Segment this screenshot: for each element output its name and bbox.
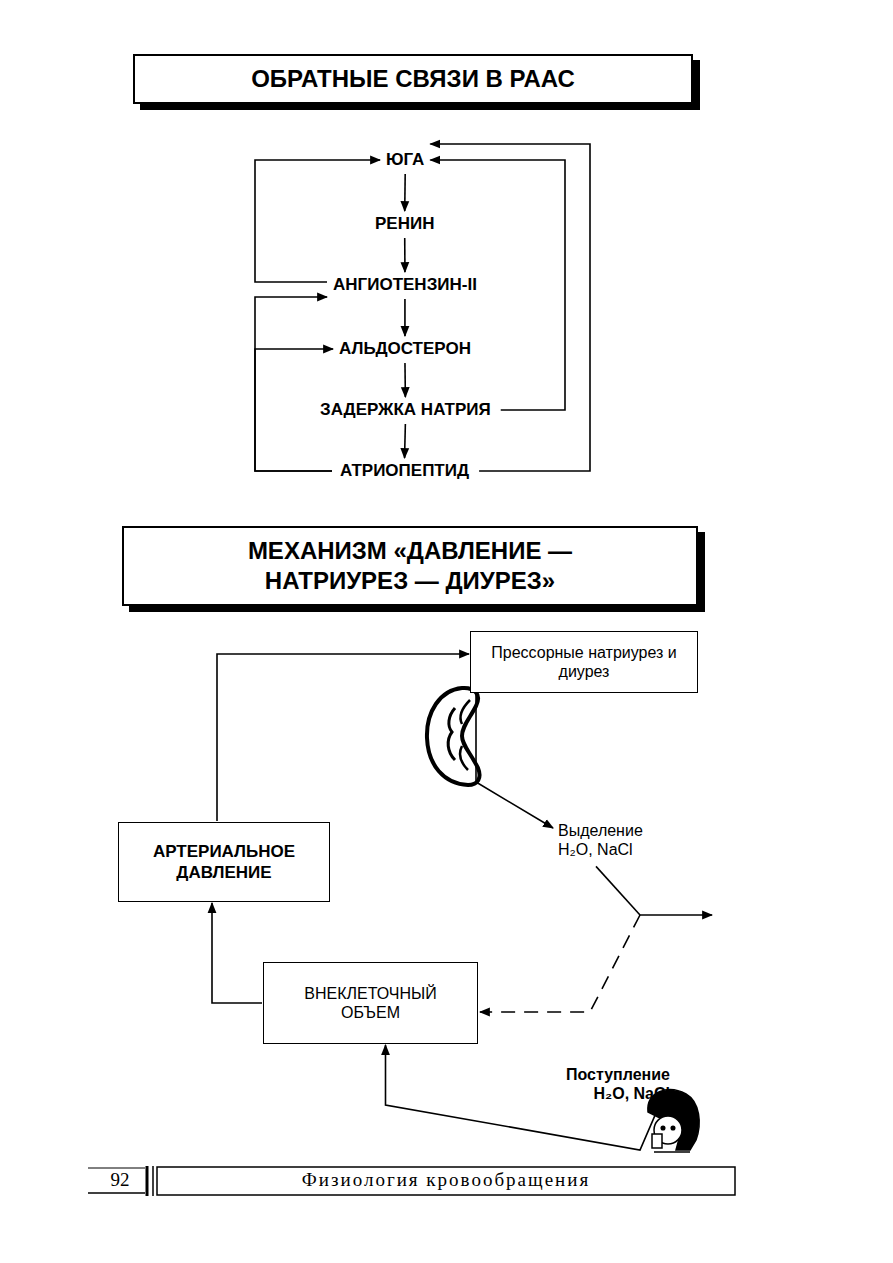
chain-item: АЛЬДОСТЕРОН: [335, 337, 475, 361]
connector-line: [255, 160, 380, 282]
page-number: 92: [98, 1169, 142, 1191]
node-text: ЗАДЕРЖКА НАТРИЯ: [320, 400, 491, 420]
node-text: Прессорные натриурез и диурез: [485, 643, 683, 681]
connector-line: [255, 297, 332, 471]
flow-note: Поступление H₂O, NaCl: [548, 1064, 672, 1104]
section-heading: ОБРАТНЫЕ СВЯЗИ В РААС: [133, 54, 693, 104]
node-text: ЮГА: [386, 150, 424, 170]
node-text: Выделение H₂O, NaCl: [558, 821, 666, 859]
connector-line: [217, 654, 469, 821]
connector-line: [596, 866, 640, 915]
node-text: АТРИОПЕПТИД: [340, 461, 469, 481]
chain-item: АТРИОПЕПТИД: [336, 459, 473, 483]
connector-arrow: [404, 299, 405, 336]
footer-frame: [88, 1166, 735, 1196]
node-text: АНГИОТЕНЗИН-II: [333, 275, 477, 295]
connector-arrow: [255, 160, 380, 282]
connector-line: [404, 299, 406, 336]
outflow-arrow: [640, 914, 712, 916]
chain-item: АНГИОТЕНЗИН-II: [329, 273, 481, 297]
chain-item: ЗАДЕРЖКА НАТРИЯ: [316, 398, 495, 422]
node-text: АЛЬДОСТЕРОН: [339, 339, 471, 359]
node-text: ВНЕКЛЕТОЧНЫЙ ОБЪЕМ: [296, 984, 446, 1022]
process-box: Прессорные натриурез и диурез: [470, 631, 698, 693]
connector-arrow: [476, 693, 553, 828]
node-text: Поступление H₂O, NaCl: [550, 1065, 670, 1103]
connector-arrow: [404, 238, 405, 272]
connector-line: [476, 693, 553, 828]
connector-arrow: [217, 654, 469, 821]
connector-line: [480, 915, 640, 1012]
connector-line: [404, 363, 406, 397]
node-text: РЕНИН: [375, 214, 434, 234]
connector-line: [404, 174, 406, 211]
connector-line: [212, 903, 262, 1003]
connector-arrow: [480, 866, 640, 1012]
process-box: АРТЕРИАЛЬНОЕ ДАВЛЕНИЕ: [118, 822, 330, 902]
connector-arrow: [255, 297, 332, 471]
chain-item: РЕНИН: [371, 212, 438, 236]
section-heading: МЕХАНИЗМ «ДАВЛЕНИЕ — НАТРИУРЕЗ — ДИУРЕЗ»: [122, 526, 698, 606]
connector-arrow: [404, 174, 405, 211]
kidney-illustration: [427, 688, 480, 785]
connector-arrow: [404, 363, 405, 397]
connector-line: [404, 424, 406, 458]
connector-arrow: [212, 903, 262, 1003]
flow-note: Выделение H₂O, NaCl: [556, 820, 668, 860]
process-box: ВНЕКЛЕТОЧНЫЙ ОБЪЕМ: [263, 962, 478, 1044]
node-text: АРТЕРИАЛЬНОЕ ДАВЛЕНИЕ: [135, 841, 313, 884]
connector-arrow: [404, 424, 406, 458]
node-text: ОБРАТНЫЕ СВЯЗИ В РААС: [153, 64, 673, 94]
node-text: МЕХАНИЗМ «ДАВЛЕНИЕ — НАТРИУРЕЗ — ДИУРЕЗ»: [210, 536, 610, 596]
chain-item: ЮГА: [382, 148, 428, 172]
connector-line: [404, 238, 406, 272]
running-footer: Физиология кровообращения: [160, 1169, 732, 1191]
